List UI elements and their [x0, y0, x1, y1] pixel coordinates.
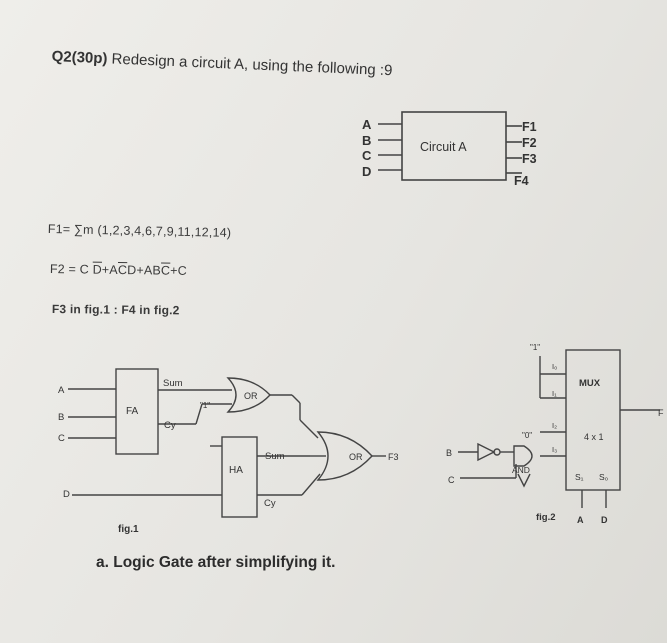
mux-block — [565, 349, 621, 491]
mux-label: MUX — [579, 378, 601, 389]
not-gate — [477, 442, 496, 462]
constant-zero-label: "0" — [522, 431, 532, 440]
mux-output-f: F — [658, 408, 664, 418]
half-adder-block — [221, 436, 258, 518]
constant-one-label: "1" — [200, 401, 210, 410]
circuit-a-input-b: B — [362, 133, 371, 148]
fig1-circuit: A B C D FA Sum Cy "1" OR — [58, 368, 399, 535]
circuit-a-output-f4: F4 — [514, 174, 529, 188]
constant-one-label: "1" — [530, 343, 540, 352]
mux-input-i0: I₀ — [552, 362, 557, 371]
select-label-s1: S₁ — [575, 472, 584, 482]
fig2-input-c: C — [448, 475, 455, 485]
full-adder-label: FA — [126, 406, 139, 417]
select-label-s0: S₀ — [599, 472, 609, 482]
circuit-a-input-d: D — [362, 164, 371, 179]
fig1-input-b: B — [58, 412, 64, 423]
fig1-input-a: A — [58, 385, 65, 396]
fig2-caption: fig.2 — [536, 512, 556, 523]
mux-input-i3: I₃ — [552, 445, 557, 454]
part-a-prompt: a. Logic Gate after simplifying it. — [96, 554, 336, 571]
fa-cy-label: Cy — [164, 420, 176, 431]
half-adder-label: HA — [229, 465, 243, 476]
full-adder-block — [115, 368, 159, 455]
or-gate-1-label: OR — [244, 391, 258, 401]
or-gate-1 — [226, 377, 271, 413]
circuit-a-block-diagram: Circuit A A B C D F1 F2 F3 F4 — [362, 111, 537, 188]
circuit-a-box — [401, 111, 507, 181]
ha-cy-label: Cy — [264, 498, 276, 509]
circuit-a-output-f1: F1 — [522, 120, 537, 134]
and-gate — [513, 445, 533, 467]
circuit-a-input-a: A — [362, 117, 372, 132]
ha-sum-label: Sum — [265, 451, 285, 462]
fig1-input-d: D — [63, 489, 70, 500]
and-gate-label: AND — [512, 465, 530, 475]
fig2-input-b: B — [446, 448, 452, 458]
mux-input-i1: I₁ — [552, 389, 557, 398]
circuit-a-output-f2: F2 — [522, 136, 537, 150]
select-input-d: D — [601, 515, 608, 525]
fig2-circuit: MUX 4 x 1 S₁ S₀ F "1" I₀ I₁ "0" I₂ I₃ B — [446, 343, 664, 525]
circuit-a-output-f3: F3 — [522, 152, 537, 166]
fa-sum-label: Sum — [163, 378, 183, 389]
circuit-a-input-c: C — [362, 148, 372, 163]
fig1-input-c: C — [58, 433, 65, 444]
or-gate-2-label: OR — [349, 452, 363, 462]
circuit-a-label: Circuit A — [420, 140, 467, 154]
select-input-a: A — [577, 515, 584, 525]
fig1-caption: fig.1 — [118, 524, 139, 535]
mux-input-i2: I₂ — [552, 421, 557, 430]
or-gate-2 — [316, 431, 373, 481]
mux-size-label: 4 x 1 — [584, 432, 604, 442]
fig1-output-f3: F3 — [388, 452, 399, 462]
